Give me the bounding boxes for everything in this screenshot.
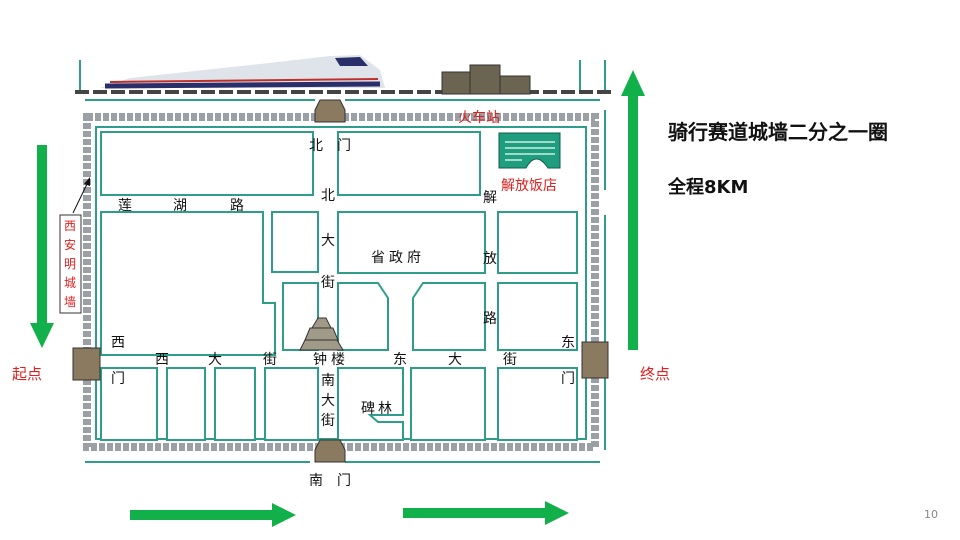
map-shape: [37, 145, 47, 325]
map-shape: [505, 141, 555, 161]
right-arrow-icon: [403, 501, 569, 525]
map-label: 大: [321, 393, 335, 409]
gov-label: 省政府: [371, 250, 425, 266]
lianhu-road-label: 莲: [118, 198, 132, 214]
west-gate-label: 门: [111, 371, 125, 387]
map-shape: [264, 367, 319, 441]
map-label: 街: [321, 413, 335, 429]
north-gate-label: 北 门: [309, 138, 351, 154]
map-shape: [109, 78, 379, 83]
hotel-label: 解放饭店: [501, 178, 557, 194]
east-gate-label: 东: [561, 335, 575, 351]
xi-dajie-label: 西: [155, 352, 169, 368]
up-arrow-icon: [621, 70, 645, 350]
jiefang-road-label: 解: [483, 190, 497, 206]
map-shape: [412, 282, 486, 351]
map-shape: [497, 282, 578, 351]
map-shape: 北 门 南 门 西 门 东 门 莲 湖 路 北 大 街 解 放 路 省政府 西 …: [111, 138, 575, 489]
map-label: 大: [321, 233, 335, 249]
map-label: 放: [483, 251, 497, 267]
map-shape: [545, 501, 569, 525]
map-label: 路: [230, 198, 244, 214]
start-label: 起点: [12, 365, 43, 383]
xian-city-map: 火车站 解放饭店 西安 明城 墙 北 门 南 门 西 门 东 门 莲 湖 路 北…: [55, 45, 622, 493]
map-shape: [441, 71, 471, 95]
outer-roads: [79, 60, 606, 463]
bell-tower-icon: [299, 317, 344, 351]
map-shape: [337, 211, 486, 274]
map-shape: [100, 211, 276, 356]
map-label: 街: [263, 352, 277, 368]
map-shape: [271, 211, 319, 273]
slide-subtitle: 全程8KM: [668, 177, 749, 198]
map-label: 墙: [64, 295, 76, 309]
map-shape: [299, 339, 344, 351]
map-shape: [214, 367, 256, 441]
south-gate-label: 南 门: [309, 473, 351, 489]
map-label: 西: [64, 219, 76, 233]
map-shape: [166, 367, 206, 441]
bei-dajie-label: 北: [321, 188, 335, 204]
map-shape: [100, 367, 158, 441]
east-gate-label: 门: [561, 371, 575, 387]
map-shape: [497, 367, 578, 441]
map-shape: [104, 81, 381, 89]
west-gate-label: 西: [111, 335, 125, 351]
map-shape: [84, 177, 90, 186]
dong-dajie-label: 东: [393, 352, 407, 368]
map-shape: [100, 131, 314, 196]
nan-dajie-label: 南: [321, 373, 335, 389]
map-shape: [499, 75, 531, 95]
map-shape: [337, 282, 389, 351]
station-label: 火车站: [458, 109, 500, 126]
right-arrow-icon: [130, 503, 296, 527]
map-shape: [337, 367, 404, 441]
map-shape: [469, 64, 501, 95]
map-shape: [628, 94, 638, 350]
map-shape: [337, 131, 481, 196]
map-label: 街: [503, 352, 517, 368]
slide-title: 骑行赛道城墙二分之一圈: [668, 120, 888, 144]
station-building: [441, 64, 531, 95]
map-shape: [621, 70, 645, 96]
map-shape: [403, 508, 547, 518]
map-label: 明: [64, 257, 76, 271]
wall-label-arrow: [72, 181, 89, 214]
map-shape: [410, 367, 486, 441]
map-shape: [335, 57, 368, 66]
down-arrow-icon: [30, 145, 54, 348]
map-label: 大: [448, 352, 462, 368]
north-gate-icon: [314, 99, 346, 123]
page-number: 10: [924, 508, 938, 521]
map-label: 路: [483, 311, 497, 327]
map-label: 街: [321, 275, 335, 291]
gates: [72, 99, 609, 463]
east-gate-icon: [581, 341, 609, 379]
train-image: [100, 55, 385, 89]
wall-label-box: [59, 214, 82, 314]
map-shape: [497, 211, 578, 274]
bell-tower-label: 钟楼: [313, 351, 349, 368]
south-gate-icon: [314, 439, 346, 463]
wall-label: 西安 明城 墙: [64, 219, 76, 309]
beilin-label: 碑林: [361, 401, 395, 417]
map-shape: [304, 327, 339, 341]
city-blocks: [100, 131, 578, 441]
map-shape: [498, 132, 561, 169]
map-shape: [30, 323, 54, 348]
map-label: 大: [208, 352, 222, 368]
map-shape: [311, 317, 332, 329]
map-label: 湖: [173, 198, 187, 214]
map-label: 城: [64, 276, 76, 290]
hotel-building: [498, 132, 561, 169]
map-shape: [130, 510, 274, 520]
map-label: 安: [64, 237, 76, 252]
map-shape: [272, 503, 296, 527]
west-gate-icon: [72, 347, 101, 381]
end-label: 终点: [640, 365, 671, 383]
